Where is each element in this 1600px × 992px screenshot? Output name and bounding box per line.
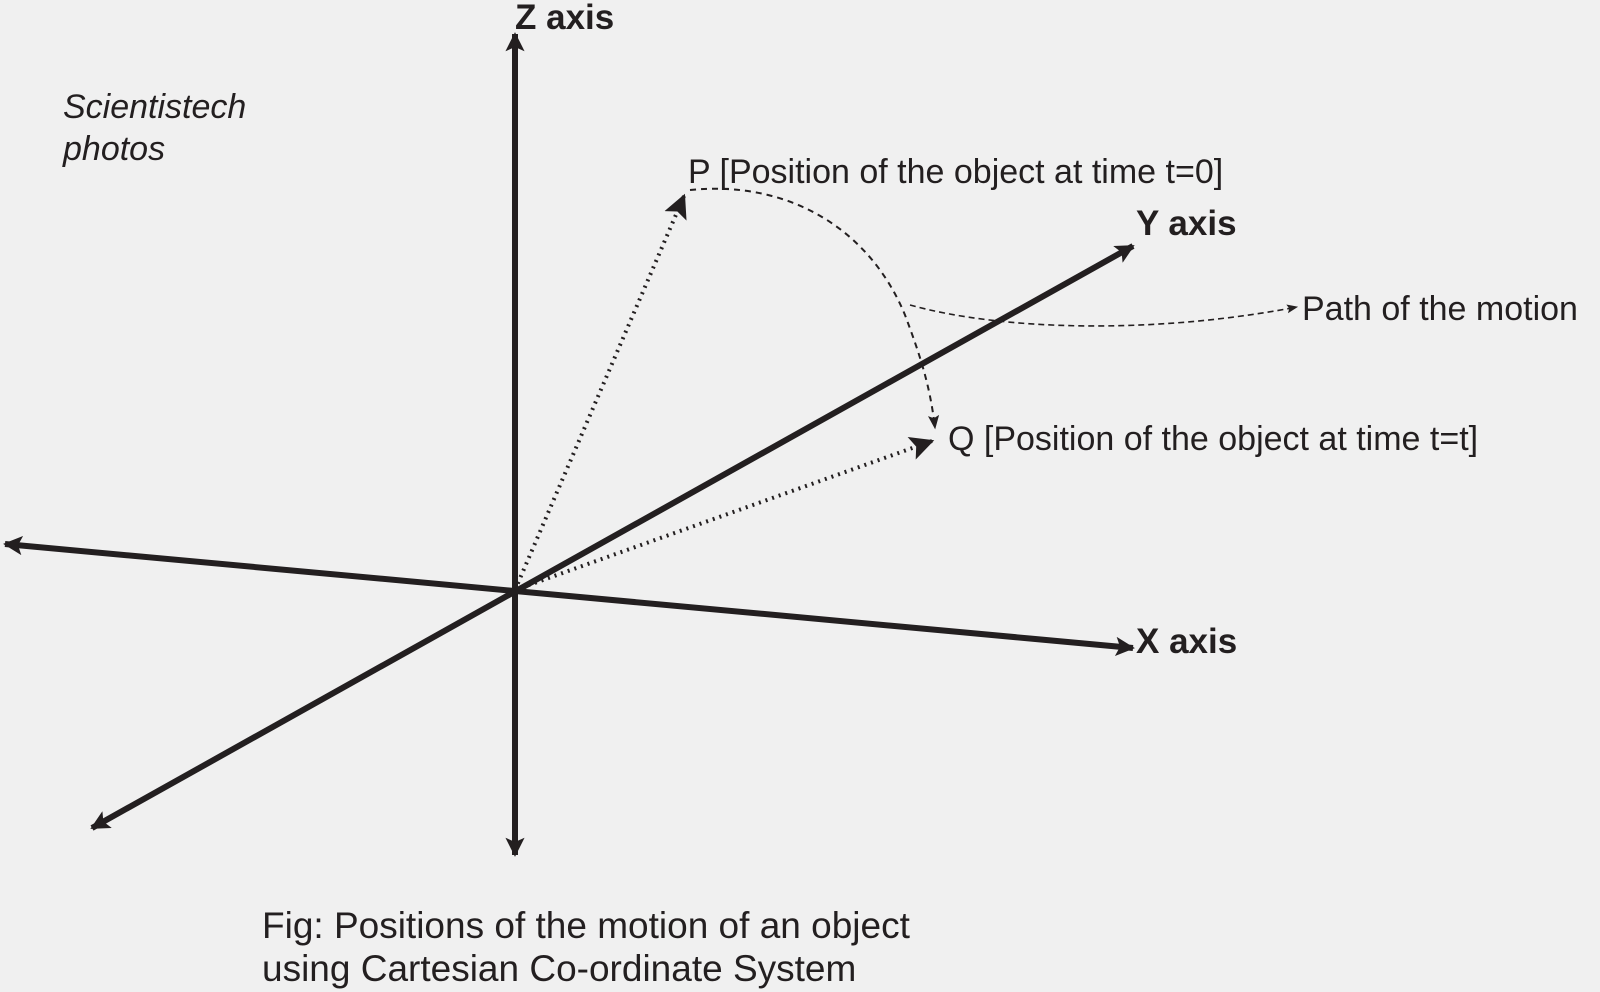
y-axis-line xyxy=(90,243,1135,831)
y-axis-label: Y axis xyxy=(1136,204,1237,243)
watermark-line-1: Scientistech xyxy=(63,88,247,126)
point-p-label: P [Position of the object at time t=0] xyxy=(688,153,1224,191)
point-q-label: Q [Position of the object at time t=t] xyxy=(948,420,1479,458)
position-vector-q xyxy=(514,436,935,592)
position-vector-p xyxy=(513,193,687,591)
x-axis-label: X axis xyxy=(1136,622,1238,661)
figure-caption: Fig: Positions of the motion of an objec… xyxy=(262,904,910,990)
watermark-line-2: photos xyxy=(63,130,166,168)
watermark-text: Scientistech photos xyxy=(63,86,246,170)
caption-line-1: Fig: Positions of the motion of an objec… xyxy=(262,905,910,946)
z-axis-label: Z axis xyxy=(515,0,615,37)
motion-path-curve xyxy=(689,187,940,430)
path-of-motion-label: Path of the motion xyxy=(1302,290,1578,328)
caption-line-2: using Cartesian Co-ordinate System xyxy=(262,948,857,989)
path-label-leader xyxy=(909,304,1299,327)
